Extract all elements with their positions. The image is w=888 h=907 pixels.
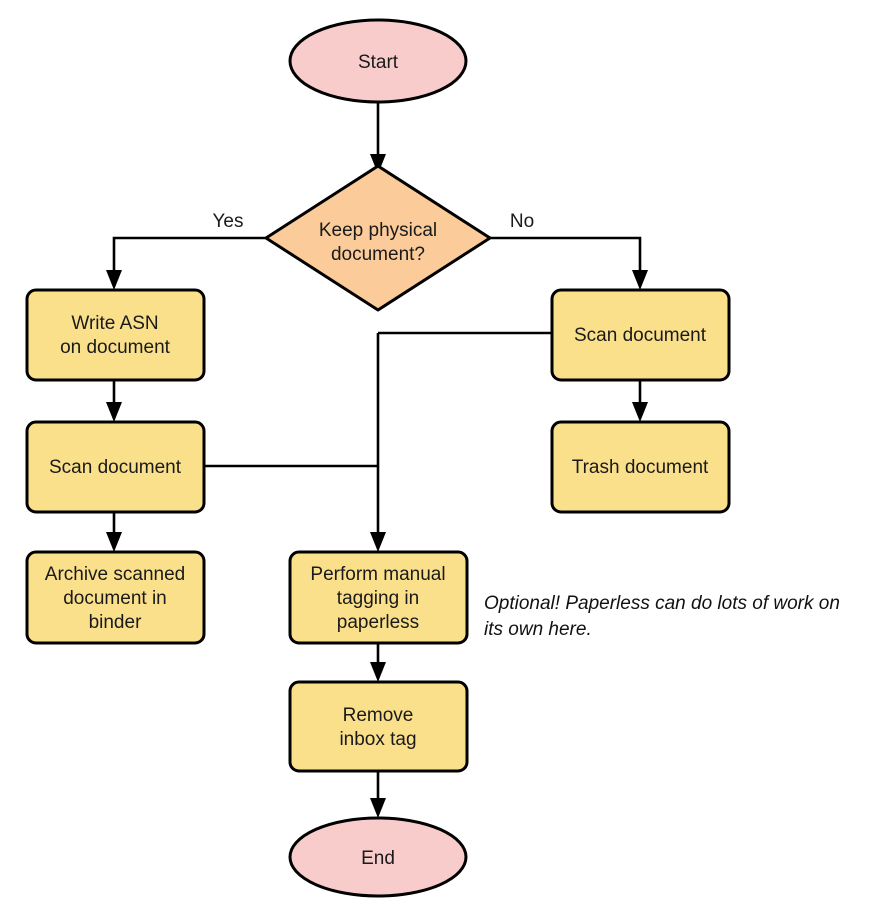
- node-remove-inbox-tag[interactable]: Remove inbox tag: [288, 680, 469, 773]
- node-end[interactable]: End: [288, 816, 468, 898]
- node-scan-document-left[interactable]: Scan document: [25, 420, 206, 514]
- node-scan-document-right[interactable]: Scan document: [550, 288, 731, 382]
- edge-start-to-decision: [370, 102, 386, 174]
- edge-remove-inbox-to-end: [370, 771, 386, 818]
- edge-label-yes: Yes: [213, 211, 244, 232]
- decision-label-line2: document?: [331, 244, 425, 265]
- node-decision-keep-physical-document[interactable]: Keep physical document?: [264, 164, 492, 312]
- scan-left-label: Scan document: [49, 457, 182, 478]
- optional-note: Optional! Paperless can do lots of work …: [484, 593, 840, 640]
- remove-inbox-label-line1: Remove: [343, 705, 414, 726]
- edge-label-no: No: [510, 211, 534, 232]
- edge-merge-trunk-to-tagging: [370, 333, 386, 552]
- optional-note-line1: Optional! Paperless can do lots of work …: [484, 593, 840, 614]
- tagging-label-line3: paperless: [337, 612, 419, 633]
- edge-decision-yes-to-write-asn: [106, 236, 266, 290]
- decision-diamond-shape: [264, 164, 492, 312]
- tagging-rect-shape: [288, 550, 469, 645]
- archive-label-line2: document in: [63, 588, 167, 609]
- archive-label-line1: Archive scanned: [45, 564, 185, 585]
- scan-left-rect-shape: [25, 420, 206, 514]
- decision-label-line1: Keep physical: [319, 220, 437, 241]
- node-start[interactable]: Start: [288, 18, 468, 104]
- trash-rect-shape: [550, 420, 731, 514]
- edge-tagging-to-remove-inbox: [370, 643, 386, 682]
- archive-label-line3: binder: [89, 612, 142, 633]
- archive-rect-shape: [25, 550, 206, 645]
- remove-inbox-label-line2: inbox tag: [339, 729, 416, 750]
- tagging-label-line2: tagging in: [337, 588, 419, 609]
- tagging-label-line1: Perform manual: [310, 564, 445, 585]
- write-asn-label-line1: Write ASN: [71, 313, 158, 334]
- scan-right-label: Scan document: [574, 325, 707, 346]
- edge-scan-right-to-trash: [632, 380, 648, 422]
- node-trash-document[interactable]: Trash document: [550, 420, 731, 514]
- edge-scan-left-to-archive: [106, 512, 122, 552]
- start-ellipse-shape: [288, 18, 468, 104]
- scan-right-rect-shape: [550, 288, 731, 382]
- write-asn-rect-shape: [25, 288, 206, 382]
- node-archive-scanned-document[interactable]: Archive scanned document in binder: [25, 550, 206, 645]
- edges-layer: [106, 102, 648, 818]
- end-label: End: [361, 848, 395, 869]
- start-label: Start: [358, 52, 399, 73]
- remove-inbox-rect-shape: [288, 680, 469, 773]
- write-asn-label-line2: on document: [60, 337, 171, 358]
- optional-note-line2: its own here.: [484, 619, 592, 640]
- edge-decision-no-to-scan-right: [490, 236, 648, 290]
- end-ellipse-shape: [288, 816, 468, 898]
- node-write-asn-on-document[interactable]: Write ASN on document: [25, 288, 206, 382]
- trash-label: Trash document: [572, 457, 709, 478]
- edge-write-asn-to-scan-left: [106, 380, 122, 422]
- node-perform-manual-tagging[interactable]: Perform manual tagging in paperless: [288, 550, 469, 645]
